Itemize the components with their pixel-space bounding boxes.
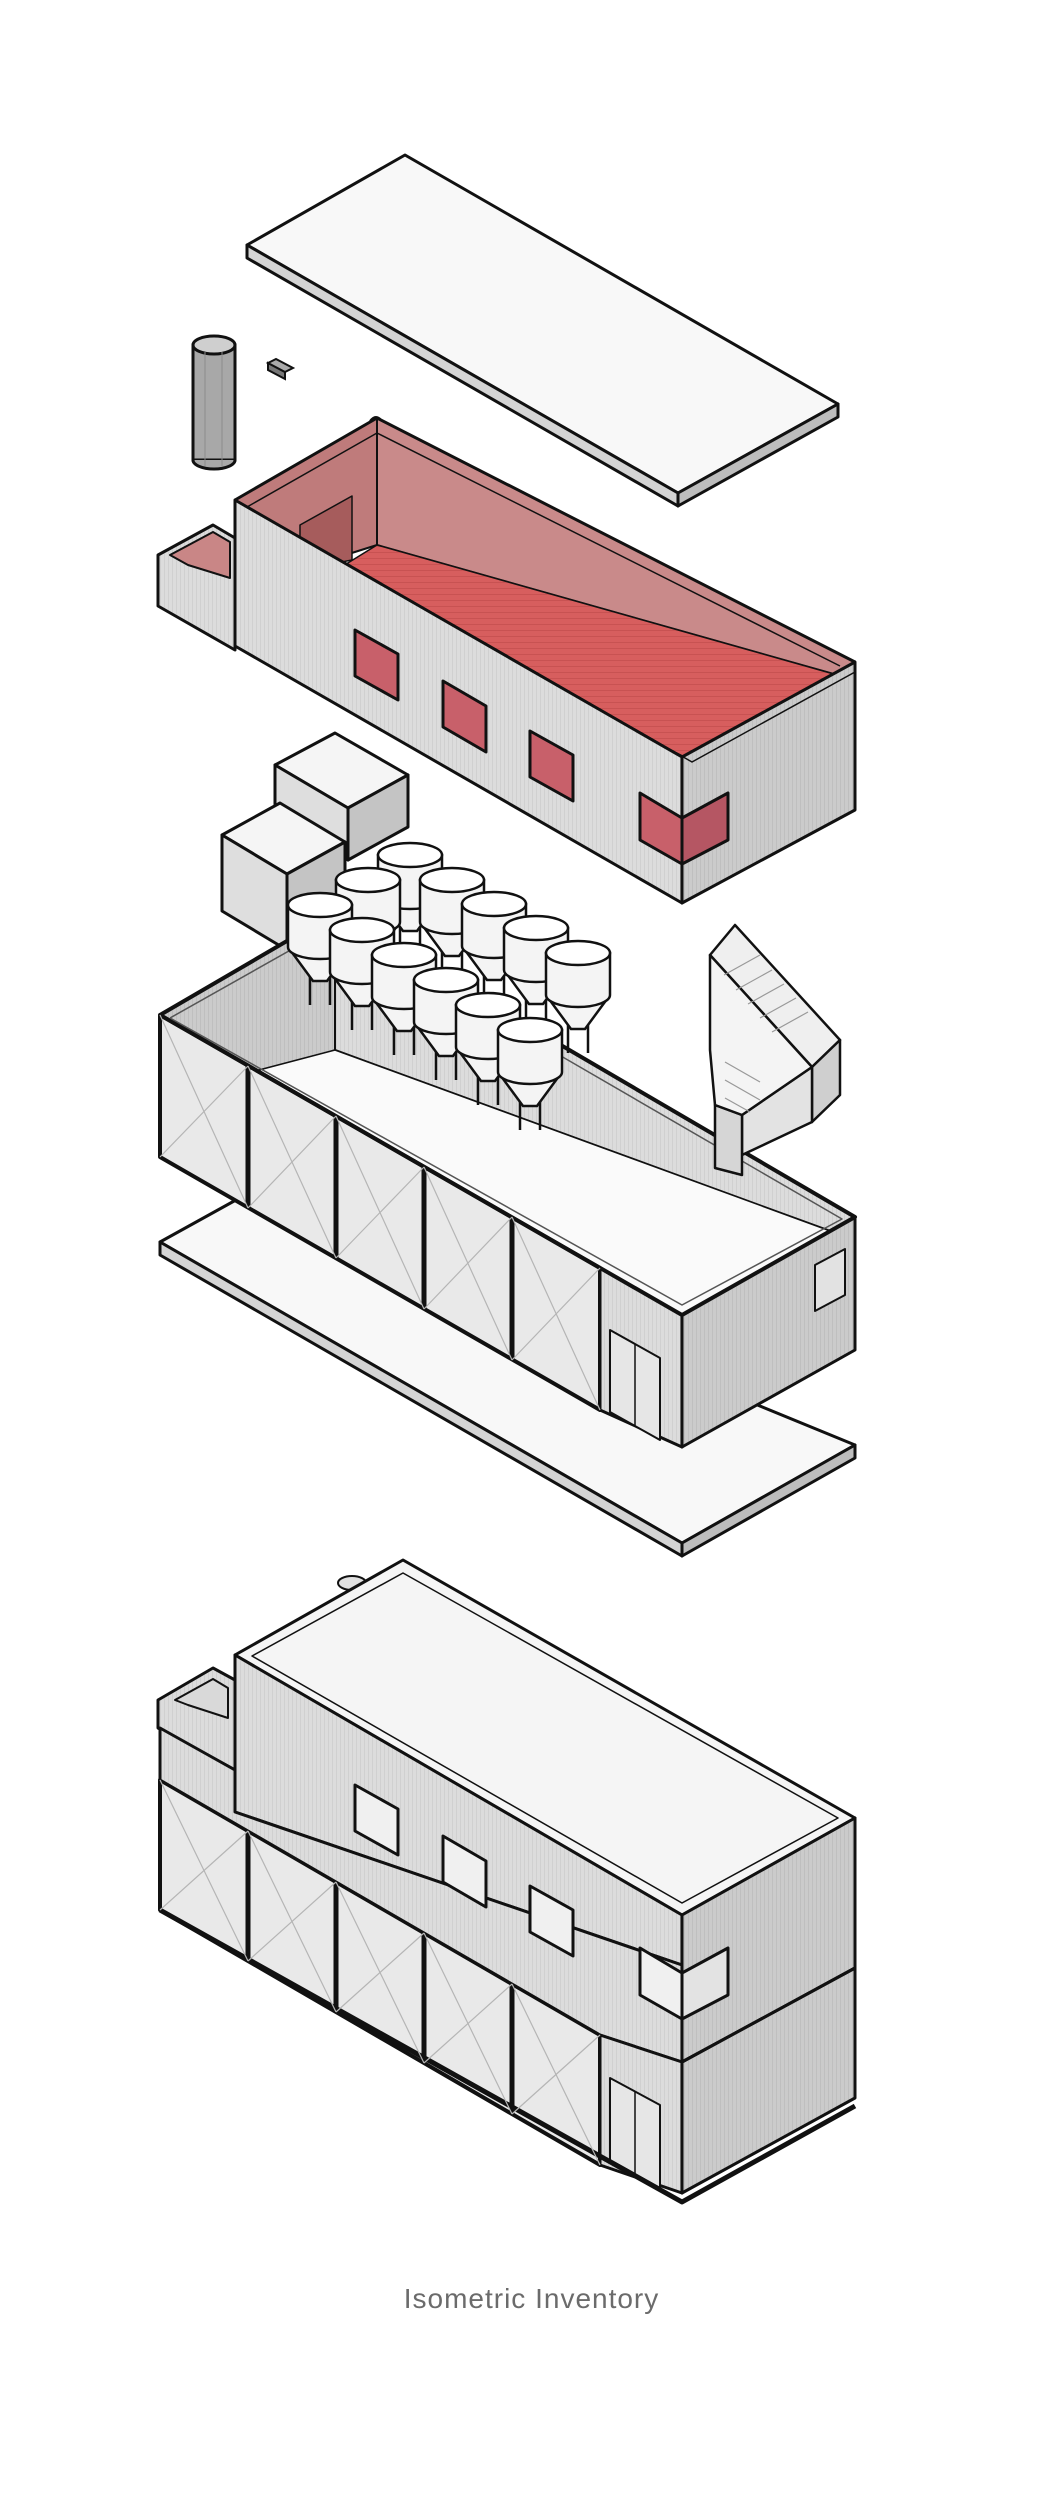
vent — [265, 357, 296, 381]
brewing-tanks — [286, 841, 612, 1130]
ground-slab — [158, 1193, 857, 1558]
roof-slab — [245, 153, 840, 508]
mechanical-units — [220, 731, 410, 952]
caption: Isometric Inventory — [403, 2283, 660, 2314]
assembled-building — [156, 1558, 857, 2205]
staircase — [708, 923, 842, 1177]
brewing-tank — [544, 939, 612, 1053]
chimney — [191, 334, 237, 471]
upper-floor — [156, 416, 857, 905]
brewing-tank — [496, 1016, 564, 1130]
